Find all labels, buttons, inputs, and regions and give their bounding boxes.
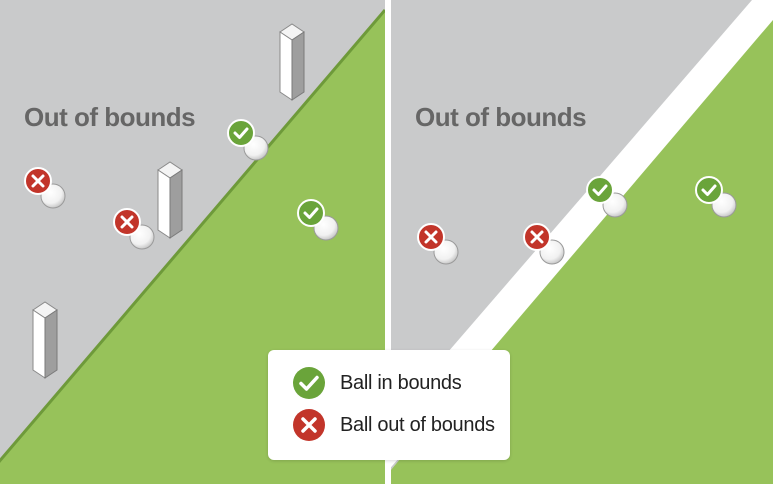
check-mark-icon bbox=[293, 367, 325, 399]
panel-title-right: Out of bounds bbox=[415, 102, 586, 132]
legend: Ball in bounds Ball out of bounds bbox=[268, 350, 510, 460]
boundary-line-left bbox=[0, 9, 385, 463]
panel-title-left: Out of bounds bbox=[24, 102, 195, 132]
legend-item-in: Ball in bounds bbox=[292, 366, 462, 400]
x-mark-icon bbox=[293, 409, 325, 441]
boundary-stake bbox=[32, 301, 58, 379]
boundary-stake bbox=[157, 161, 183, 239]
legend-label-in: Ball in bounds bbox=[340, 371, 462, 394]
legend-item-out: Ball out of bounds bbox=[292, 408, 495, 442]
white-boundary-line bbox=[448, 0, 773, 352]
boundary-stake bbox=[279, 23, 305, 101]
legend-label-out: Ball out of bounds bbox=[340, 413, 495, 436]
panel-divider bbox=[385, 0, 391, 484]
